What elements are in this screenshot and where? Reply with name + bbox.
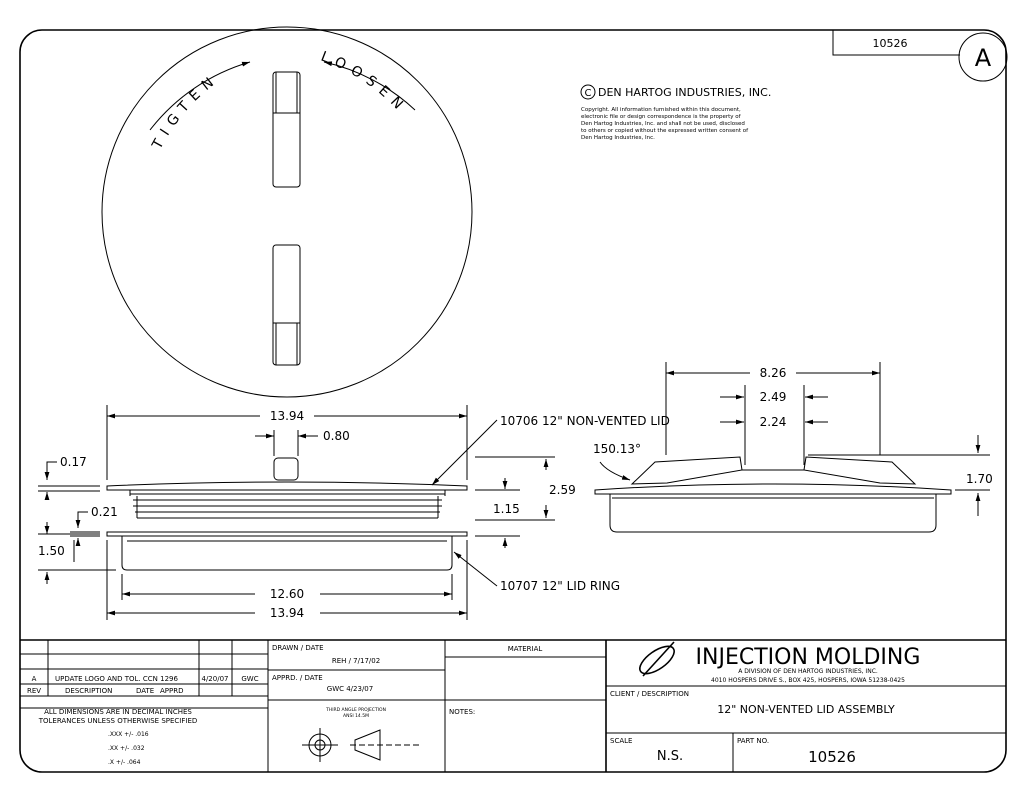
front-view: 13.94 0.80 10706 12" NON-VENTED LID 0.17… [38, 405, 670, 620]
lid-profile [106, 481, 468, 491]
dim-ring-gap: 0.21 [91, 505, 118, 519]
dim-lid-thickness: 0.17 [60, 455, 87, 469]
dim-thread-height: 1.15 [493, 502, 520, 516]
dim-side-height: 1.70 [966, 472, 993, 486]
copyright-company: DEN HARTOG INDUSTRIES, INC. [598, 86, 771, 99]
projection-standard: ANSI 14.5M [343, 713, 369, 719]
rev-header-appr: APPRD [160, 687, 184, 695]
tighten-label: TIGTEN [149, 71, 223, 153]
copyright-line-5: Den Hartog Industries, Inc. [581, 135, 655, 141]
drawn-label: DRAWN / DATE [272, 644, 324, 652]
side-ring-body [609, 494, 937, 533]
rev-header-rev: REV [27, 687, 41, 695]
tolerance-2-place: .XX +/- .032 [108, 745, 145, 752]
drawing-description: 12" NON-VENTED LID ASSEMBLY [717, 703, 895, 716]
drawn-value: REH / 7/17/02 [332, 657, 380, 665]
tolerance-3-place: .XXX +/- .016 [108, 731, 149, 738]
copyright-line-4: to others or copied without the expresse… [581, 128, 749, 134]
revision-circle [958, 32, 1008, 82]
upper-tab [272, 71, 301, 188]
approved-value: GWC 4/23/07 [327, 685, 373, 693]
company-logo-icon [639, 641, 675, 677]
loosen-arrow-icon [323, 61, 416, 111]
notes-label: NOTES: [449, 708, 475, 716]
company-division: A DIVISION OF DEN HARTOG INDUSTRIES, INC… [738, 668, 878, 675]
ring-callout: 10707 12" LID RING [500, 579, 620, 593]
side-view: 8.26 2.49 2.24 150.13° 1.70 [593, 362, 993, 533]
rev-a-date: 4/20/07 [202, 675, 229, 683]
rev-a: A [32, 675, 37, 683]
top-view: TIGTEN LOOSEN [101, 26, 473, 398]
sheet-border [19, 29, 1007, 773]
drawing-number: 10526 [873, 37, 908, 50]
loosen-label: LOOSEN [319, 49, 411, 118]
title-block: REV DESCRIPTION DATE APPRD A UPDATE LOGO… [20, 639, 1006, 772]
scale-label: SCALE [610, 737, 632, 745]
angle-arc-icon [599, 461, 631, 481]
lower-tab [272, 244, 301, 366]
drawing-number-block: 10526 A [832, 30, 1008, 82]
lid-callout: 10706 12" NON-VENTED LID [500, 414, 670, 428]
third-angle-projection-icon [302, 728, 420, 762]
side-right-rib [803, 456, 917, 485]
tolerance-subtitle: TOLERANCES UNLESS OTHERWISE SPECIFIED [38, 717, 198, 725]
copyright-line-3: Den Hartog Industries, Inc. and shall no… [581, 121, 745, 127]
dim-angle: 150.13° [593, 442, 641, 456]
lid-tab-profile [273, 457, 299, 481]
copyright-line-1: Copyright. All information furnished wit… [581, 107, 741, 113]
revision-letter: A [975, 44, 992, 72]
tolerance-title: ALL DIMENSIONS ARE IN DECIMAL INCHES [44, 708, 192, 716]
dim-ring-outer-width: 13.94 [270, 606, 304, 620]
dim-top-width: 8.26 [760, 366, 787, 380]
copyright-symbol: C [585, 88, 592, 99]
tighten-arrow-icon [149, 61, 251, 131]
copyright-line-2: electronic file or design correspondence… [581, 114, 742, 120]
dim-mid-width: 2.49 [760, 390, 787, 404]
tolerance-1-place: .X +/- .064 [108, 759, 141, 766]
projection-title: THIRD ANGLE PROJECTION [325, 707, 386, 713]
copyright-symbol-icon [580, 84, 596, 100]
ring-flange [106, 531, 468, 537]
company-address: 4010 HOSPERS DRIVE S., BOX 425, HOSPERS,… [711, 677, 905, 684]
approved-label: APPRD. / DATE [272, 674, 323, 682]
dim-ring-height: 1.50 [38, 544, 65, 558]
scale-value: N.S. [657, 749, 683, 764]
copyright-block: C DEN HARTOG INDUSTRIES, INC. Copyright.… [580, 84, 771, 141]
dim-ring-inner-width: 12.60 [270, 587, 304, 601]
side-lid-flange [594, 483, 952, 495]
dim-total-height: 2.59 [549, 483, 576, 497]
rev-header-description: DESCRIPTION [65, 687, 112, 695]
client-label: CLIENT / DESCRIPTION [610, 690, 689, 698]
material-label: MATERIAL [508, 645, 543, 653]
part-number-value: 10526 [808, 748, 856, 766]
ring-body [121, 536, 453, 571]
dim-overall-width: 13.94 [270, 409, 304, 423]
part-number-label: PART NO. [737, 737, 769, 745]
company-name: INJECTION MOLDING [696, 645, 921, 670]
rev-header-date: DATE [136, 687, 154, 695]
side-left-rib [630, 456, 743, 485]
lid-top-outline [101, 26, 473, 398]
rev-a-description: UPDATE LOGO AND TOL. CCN 1296 [55, 675, 178, 683]
rev-a-appr: GWC [241, 675, 258, 683]
dim-tab-width: 0.80 [323, 429, 350, 443]
dim-inner-width: 2.24 [760, 415, 787, 429]
